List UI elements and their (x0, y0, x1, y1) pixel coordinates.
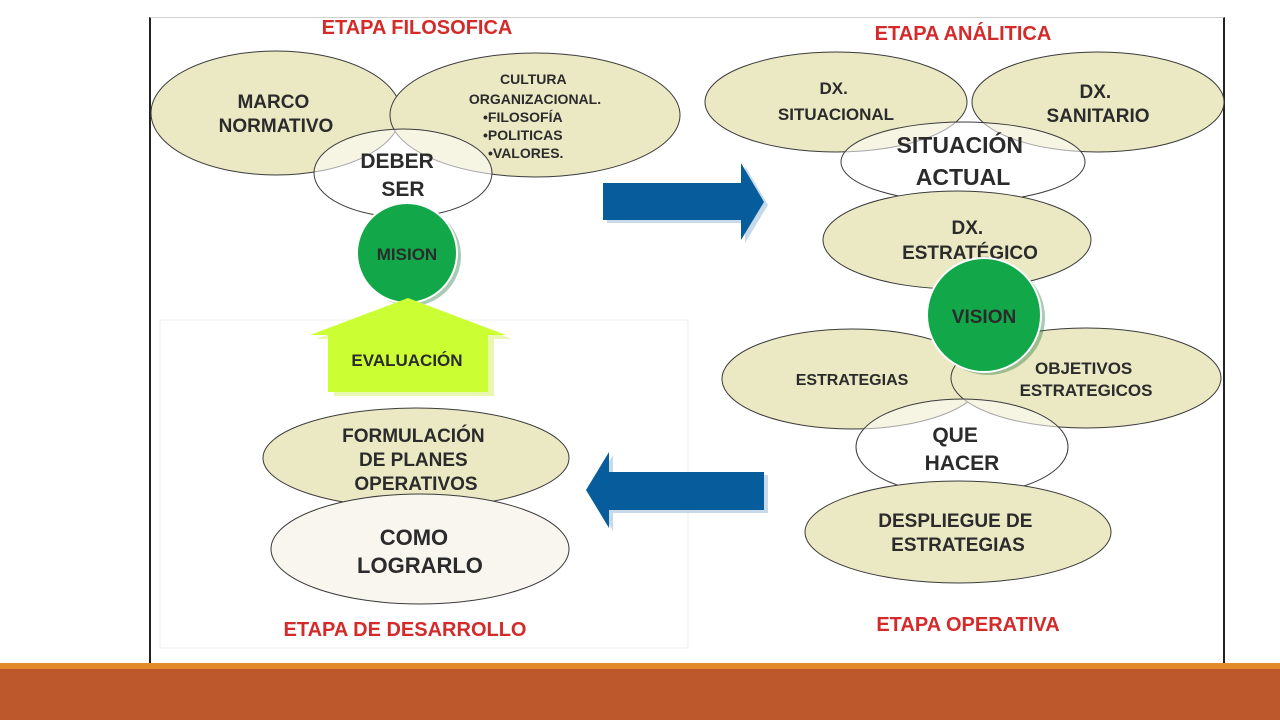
evaluacion-arrow (310, 298, 506, 392)
objetivos-estrategicos-label: OBJETIVOS ESTRATEGICOS (1020, 359, 1153, 400)
mision-label: MISION (377, 245, 437, 264)
como-lograrlo-oval (270, 493, 570, 605)
right-arrow (603, 163, 764, 240)
situacion-actual-label: SITUACIÓN ACTUAL (897, 131, 1030, 190)
formulacion-planes-label: FORMULACIÓN DE PLANES OPERATIVOS (342, 425, 490, 495)
como-lograrlo-label: COMO LOGRARLO (357, 525, 483, 578)
title-etapa-desarrollo: ETAPA DE DESARROLLO (284, 619, 527, 641)
dx-estrategico-label: DX. ESTRATÉGICO (902, 218, 1038, 264)
dx-sanitario-label: DX. SANITARIO (1046, 82, 1149, 127)
dx-sanitario-oval (971, 51, 1225, 153)
dx-situacional-label: DX. SITUACIONAL (778, 79, 894, 124)
evaluacion-label: EVALUACIÓN (351, 351, 462, 370)
title-etapa-operativa: ETAPA OPERATIVA (876, 614, 1059, 636)
planning-stages-diagram: ETAPA FILOSOFICA MARCO NORMATIVO CULTURA… (150, 17, 1225, 649)
slide-footer-bar (0, 669, 1280, 720)
que-hacer-label: QUE HACER (925, 424, 1000, 475)
diagram-frame (149, 17, 1225, 663)
despliegue-estrategias-oval (804, 480, 1112, 584)
cultura-bullets: •FILOSOFÍA •POLITICAS •VALORES. (483, 109, 566, 161)
estrategias-label: ESTRATEGIAS (796, 372, 909, 389)
vision-label: VISION (952, 307, 1016, 328)
title-etapa-analitica: ETAPA ANÁLITICA (875, 22, 1052, 45)
vision-circle (926, 257, 1042, 373)
despliegue-estrategias-label: DESPLIEGUE DE ESTRATEGIAS (878, 511, 1037, 556)
slide-accent-line (0, 663, 1280, 669)
title-etapa-filosofica: ETAPA FILOSOFICA (322, 17, 513, 39)
deber-ser-label: DEBER SER (360, 150, 439, 201)
marco-normativo-label: MARCO NORMATIVO (219, 92, 334, 137)
cultura-organizacional-label: CULTURA ORGANIZACIONAL. (469, 71, 601, 107)
left-arrow (586, 452, 764, 528)
